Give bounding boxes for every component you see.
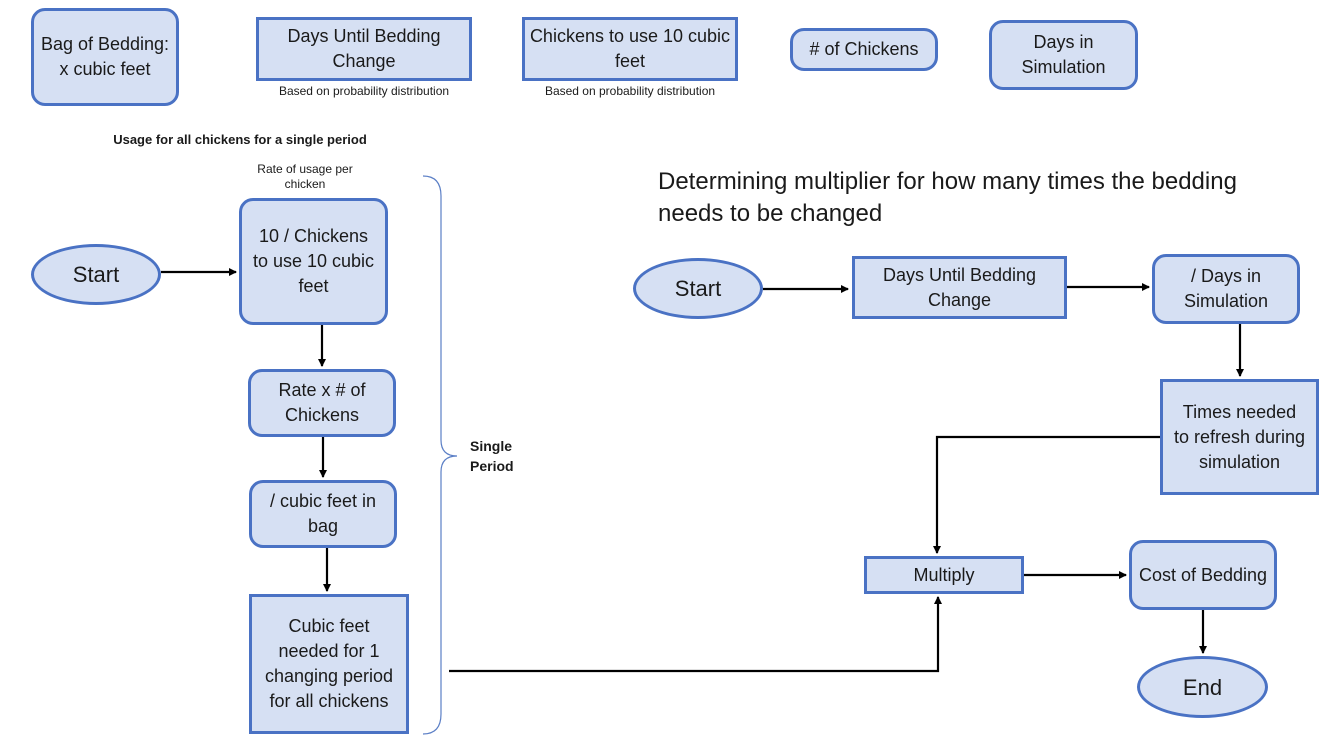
arrow-cubic-feet-to-multiply: [449, 596, 942, 673]
input-days-in-simulation: Days in Simulation: [989, 20, 1138, 90]
step-days-until-bedding-change-label: Days Until Bedding Change: [882, 264, 1037, 310]
days-until-change-note: Based on probability distribution: [278, 84, 450, 98]
input-bag-of-bedding-label: Bag of Bedding: x cubic feet: [40, 34, 170, 79]
right-start-oval: Start: [633, 258, 763, 319]
input-days-until-bedding-change-label: Days Until Bedding Change: [287, 26, 441, 71]
right-start-label: Start: [674, 276, 722, 301]
input-number-of-chickens-label: # of Chickens: [809, 39, 919, 59]
left-flow-title: Usage for all chickens for a single peri…: [113, 132, 367, 147]
step-cost-of-bedding: Cost of Bedding: [1129, 540, 1277, 610]
left-start-label: Start: [72, 262, 120, 287]
single-period-label: Single Period: [470, 438, 514, 474]
step-multiply: Multiply: [864, 556, 1024, 594]
input-chickens-per-10-label: Chickens to use 10 cubic feet: [529, 26, 731, 71]
step-divide-days-in-simulation: / Days in Simulation: [1152, 254, 1300, 324]
end-label: End: [1182, 674, 1223, 700]
step-cubic-feet-needed: Cubic feet needed for 1 changing period …: [249, 594, 409, 734]
step-days-until-bedding-change: Days Until Bedding Change: [852, 256, 1067, 319]
step-rate-per-chicken-label: 10 / Chickens to use 10 cubic feet: [252, 226, 375, 296]
step-multiply-label: Multiply: [913, 564, 975, 585]
step-rate-times-chickens: Rate x # of Chickens: [248, 369, 396, 437]
step-times-needed-label: Times needed to refresh during simulatio…: [1173, 401, 1306, 472]
rate-of-usage-note: Rate of usage per chicken: [257, 162, 353, 191]
chickens-per-10-note: Based on probability distribution: [544, 84, 716, 98]
input-bag-of-bedding: Bag of Bedding: x cubic feet: [31, 8, 179, 106]
step-rate-per-chicken: 10 / Chickens to use 10 cubic feet: [239, 198, 388, 325]
step-cubic-feet-needed-label: Cubic feet needed for 1 changing period …: [264, 616, 394, 711]
end-oval: End: [1137, 656, 1268, 718]
step-divide-days-in-simulation-label: / Days in Simulation: [1183, 266, 1269, 311]
left-start-oval: Start: [31, 244, 161, 305]
input-days-in-simulation-label: Days in Simulation: [1021, 32, 1106, 77]
right-flow-title: Determining multiplier for how many time…: [658, 168, 1237, 227]
arrow-times-to-multiply: [933, 435, 1160, 554]
single-period-brace: [422, 175, 458, 735]
input-days-until-bedding-change: Days Until Bedding Change: [256, 17, 472, 81]
step-times-needed: Times needed to refresh during simulatio…: [1160, 379, 1319, 495]
step-cost-of-bedding-label: Cost of Bedding: [1138, 564, 1268, 585]
input-chickens-per-10-cubic-feet: Chickens to use 10 cubic feet: [522, 17, 738, 81]
step-divide-cubic-feet-label: / cubic feet in bag: [269, 491, 377, 536]
step-rate-times-chickens-label: Rate x # of Chickens: [278, 380, 366, 425]
step-divide-cubic-feet: / cubic feet in bag: [249, 480, 397, 548]
input-number-of-chickens: # of Chickens: [790, 28, 938, 71]
